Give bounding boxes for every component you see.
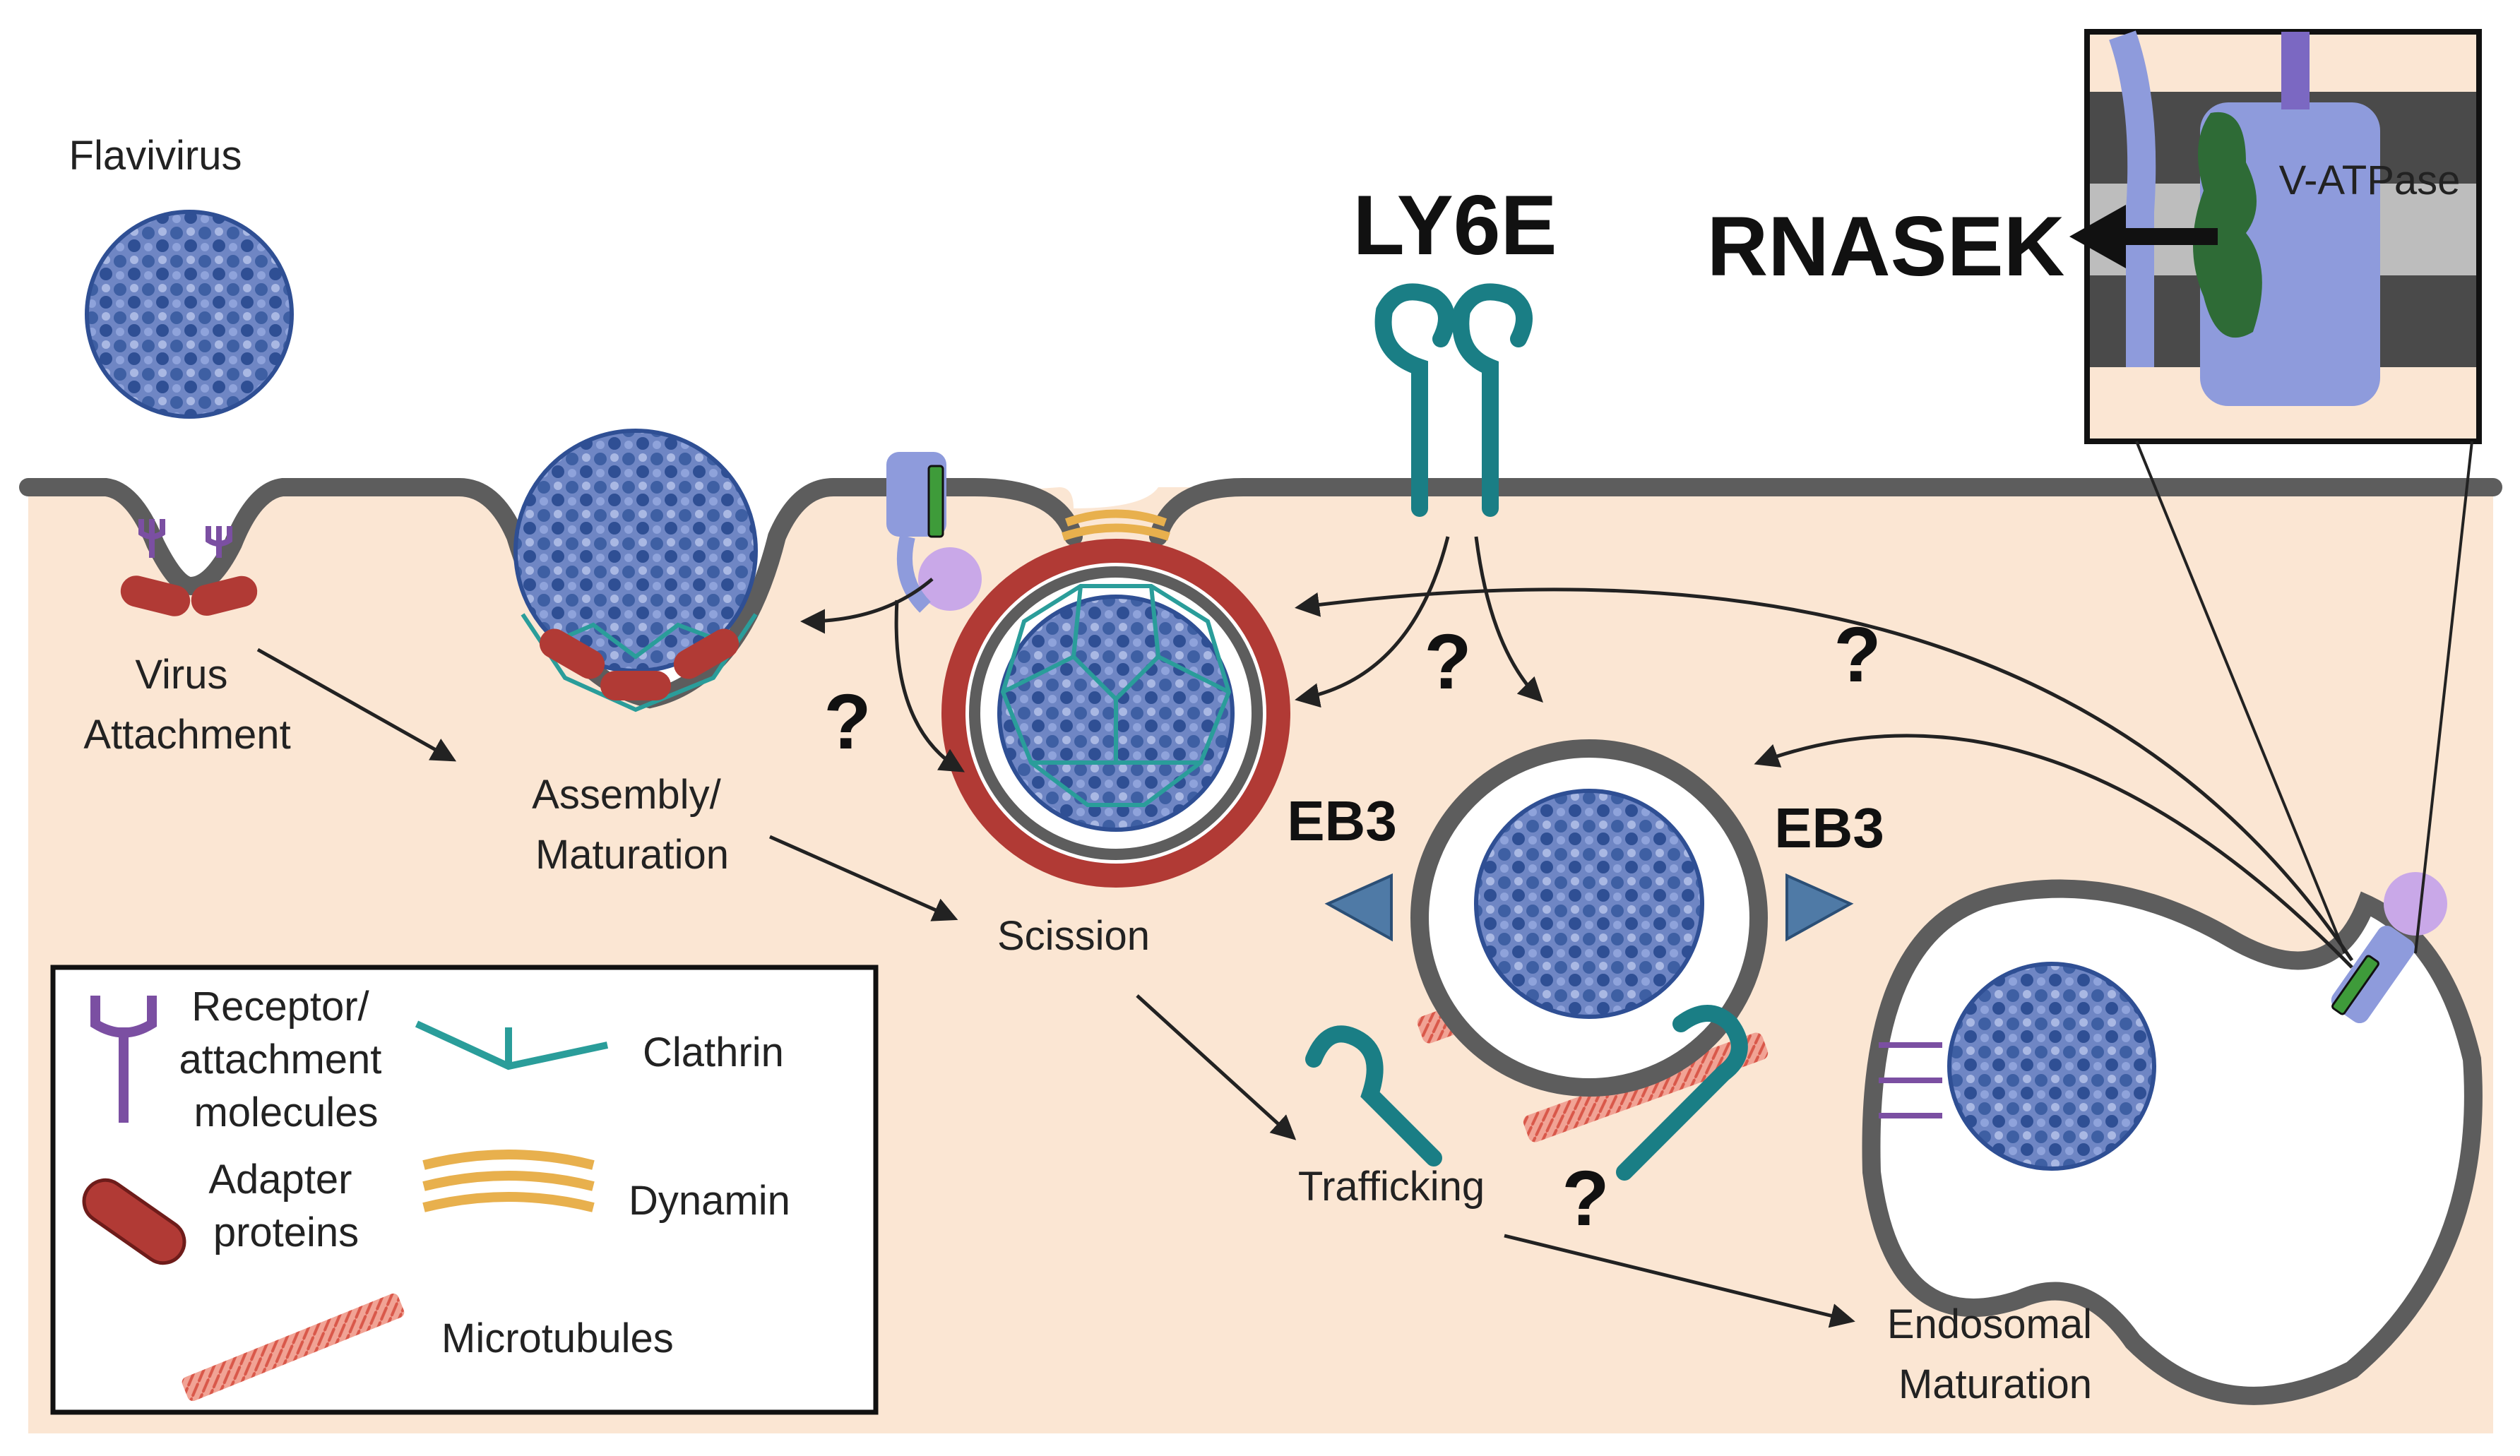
legend-adapter: Adapter proteins [82,1157,363,1265]
eb3-label-right: EB3 [1774,796,1884,859]
arrow-vatpase-to-scission [894,599,965,772]
rnasek-protein [2193,112,2262,338]
dynamin-ring [1062,509,1170,541]
legend-clathrin-label: Clathrin [643,1030,784,1075]
trafficking-label: Trafficking [1298,1164,1485,1210]
assembly-label: Assembly/ Maturation [532,772,732,878]
virus-attachment-label: Virus Attachment [83,652,290,758]
vatpase-small [886,452,982,613]
legend-microtubules: Microtubules [182,1293,674,1402]
adapter-protein [539,628,605,679]
assembly-stage: Assembly/ Maturation [513,429,758,878]
receptor-icon [138,519,165,558]
ly6e-protein [1305,1025,1442,1166]
arrow-scission-to-trafficking [1136,994,1297,1140]
legend-clathrin: Clathrin [415,1020,784,1075]
question-mark: ? [824,679,871,765]
dynamin-icon [422,1150,595,1212]
vatpase-endosome [2331,872,2447,1024]
clathrin-cage [1000,584,1232,807]
adapter-protein [673,628,739,679]
legend-receptor-label: Receptor/ attachment molecules [179,984,393,1135]
inset-connector [2135,441,2346,954]
adapter-protein [191,575,258,616]
receptor-icon [1879,1042,1942,1118]
arrow-attachment-to-assembly [256,648,457,762]
question-mark: ? [1562,1155,1609,1242]
question-mark: ? [1833,611,1881,698]
scission-label: Scission [997,913,1150,959]
legend-adapter-label: Adapter proteins [208,1157,363,1255]
receptor-icon [206,526,232,558]
arrow-ly6e-to-trafficking [1474,536,1543,703]
legend-dynamin-label: Dynamin [629,1178,790,1224]
ly6e-protein [1452,283,1533,517]
adapter-protein [600,671,671,700]
arrow-assembly-to-scission [768,835,958,921]
adapter-icon [82,1178,186,1265]
ly6e-protein [1616,1005,1748,1181]
flavivirus-label: Flavivirus [69,133,242,179]
eb3-label-left: EB3 [1287,789,1397,852]
vatpase-stalk [2109,30,2156,367]
eb3-protein [1324,873,1393,942]
receptor-icon [90,996,157,1123]
legend-receptor: Receptor/ attachment molecules [90,984,393,1135]
trafficking-vesicle: EB3 EB3 Trafficking [1287,739,1884,1210]
endosomal-maturation-label: Endosomal Maturation [1887,1301,2103,1407]
process-arrows [256,648,1855,1328]
legend-box [50,965,879,1415]
ly6e-protein [1374,283,1455,517]
legend-microtubules-label: Microtubules [441,1315,674,1361]
adapter-protein [120,575,191,616]
vatpase-label: V-ATPase [2279,157,2461,203]
rnasek-label: RNASEK [1707,199,2065,294]
legend-dynamin: Dynamin [422,1150,790,1224]
ly6e-label: LY6E [1353,178,1557,273]
endosome: Endosomal Maturation [1862,872,2483,1407]
rnasek-arrowhead [2069,205,2126,268]
arrow-ly6e-to-scission [1295,536,1450,708]
arrow-vatpase-to-scission-top [1295,587,2354,962]
question-mark: ? [1424,619,1471,705]
flavivirus: Flavivirus [69,133,294,419]
ly6e: LY6E [1353,178,1557,517]
legend: Receptor/ attachment molecules Clathrin … [50,965,879,1415]
eb3-protein [1785,873,1854,942]
arrow-vatpase-to-trafficking [1754,734,2353,969]
rnasek: RNASEK [1707,199,2218,294]
virus-particle [1474,789,1704,1019]
inset-connector [2414,441,2473,954]
microtubule-icon [182,1293,405,1402]
clathrin-icon [415,1020,609,1070]
question-marks: ? ? ? ? [824,611,1881,1242]
virus-particle [85,210,294,419]
arrow-trafficking-to-endosomal [1504,1234,1855,1328]
attachment-stage: Virus Attachment [83,519,291,758]
virus-particle [1947,962,2156,1171]
regulatory-arrows [800,536,2354,969]
arrow-vatpase-to-assembly [800,578,934,634]
scission-vesicle: Scission [941,509,1290,959]
